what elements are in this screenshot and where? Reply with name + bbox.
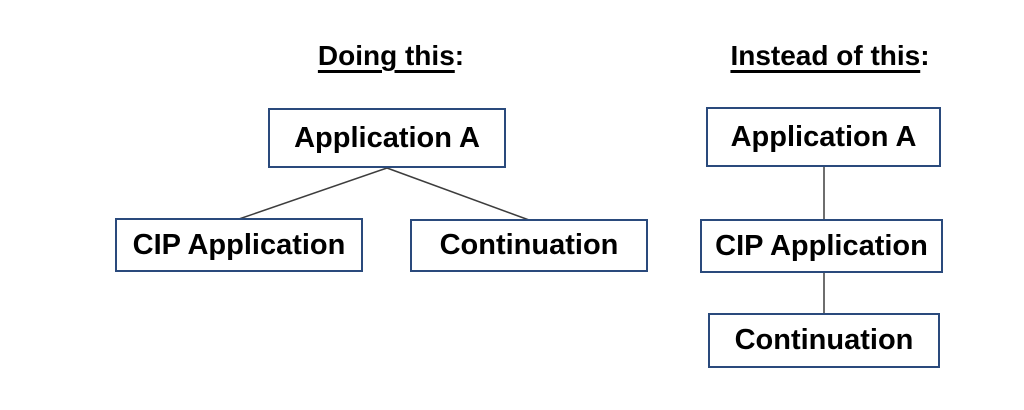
node-label: CIP Application [132,228,346,261]
box-application-a-right: Application A [706,107,941,167]
node-label: Continuation [734,324,914,356]
right-diagram-title: Instead of this: [705,40,955,72]
box-continuation-right: Continuation [708,313,940,368]
left-title-underlined-text: Doing this [317,40,455,71]
left-branch-line-to-continuation [386,167,530,221]
left-title-colon: : [454,40,465,71]
box-cip-application-right: CIP Application [700,219,943,273]
node-label: Application A [730,120,917,153]
left-diagram-title: Doing this: [266,40,516,72]
box-cip-application-left: CIP Application [115,218,363,272]
node-label: Continuation [439,229,619,261]
box-application-a-left: Application A [268,108,506,168]
node-label: CIP Application [715,229,928,262]
right-title-underlined-text: Instead of this [730,40,921,71]
left-branch-line-to-cip [238,167,388,220]
right-title-colon: : [920,40,930,71]
node-label: Application A [294,121,480,154]
box-continuation-left: Continuation [410,219,648,272]
